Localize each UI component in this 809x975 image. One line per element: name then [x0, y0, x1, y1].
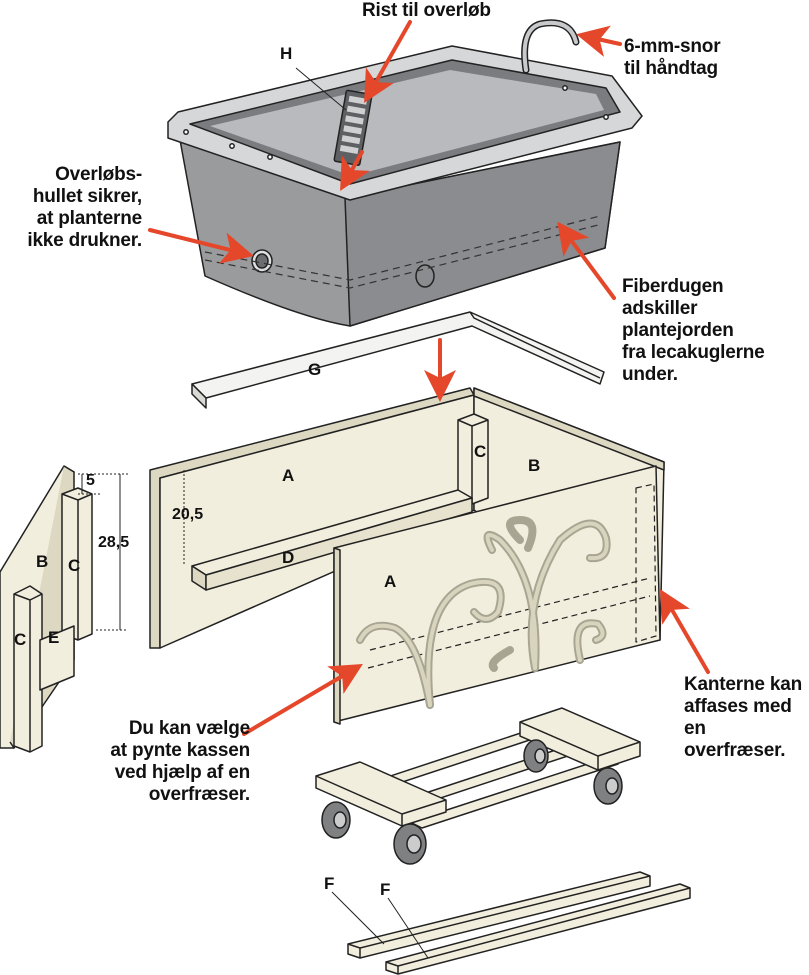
planter-tub: [167, 19, 643, 327]
callout-grate: Rist til overløb: [362, 0, 491, 21]
label-f1: F: [324, 874, 335, 893]
label-b-end: B: [528, 456, 541, 475]
leader-lines: [295, 67, 429, 959]
label-a-back: A: [282, 466, 295, 485]
dimension-top-gap: 5: [86, 472, 95, 489]
arrow-grate-inner: [340, 150, 370, 191]
arrow-grate: [364, 20, 412, 103]
caster-wheels: [321, 739, 623, 865]
arrow-overflow: [148, 228, 254, 264]
callout-edges: Kanterne kan affases med en overfræser.: [684, 674, 802, 761]
callout-arrows: [148, 20, 710, 736]
label-d: D: [282, 548, 295, 567]
trolley: [315, 707, 641, 865]
label-h: H: [280, 44, 293, 63]
callout-fabric: Fiberdugen adskiller plantejorden fra le…: [622, 276, 765, 385]
callout-overflow: Overløbs- hullet sikrer, at planterne ik…: [27, 164, 142, 251]
arrow-decorate: [242, 663, 363, 736]
rail-g: [191, 311, 605, 409]
label-b-side: B: [36, 552, 49, 571]
arrow-edges: [659, 589, 710, 674]
label-c-inner: C: [474, 442, 487, 461]
label-e: E: [48, 628, 60, 647]
side-end-assembly: [0, 465, 93, 753]
arrow-cord: [576, 25, 622, 57]
label-c-side-bottom: C: [14, 630, 27, 649]
slats-f: [347, 871, 691, 975]
callout-decorate: Du kan vælge at pynte kassen ved hjælp a…: [110, 718, 250, 805]
dimension-depth: 20,5: [172, 506, 204, 523]
tub-front-face: [344, 141, 621, 327]
dimension-height: 28,5: [98, 534, 130, 551]
label-f2: F: [380, 880, 391, 899]
label-g: G: [308, 360, 322, 379]
label-c-side-top: C: [68, 556, 81, 575]
label-a-front: A: [384, 572, 397, 591]
dimension-lines: [78, 470, 185, 631]
wooden-box: [149, 387, 665, 725]
grate-h: [333, 89, 373, 166]
callout-cord: 6-mm-snor til håndtag: [624, 36, 721, 79]
arrow-fabric: [557, 221, 616, 300]
